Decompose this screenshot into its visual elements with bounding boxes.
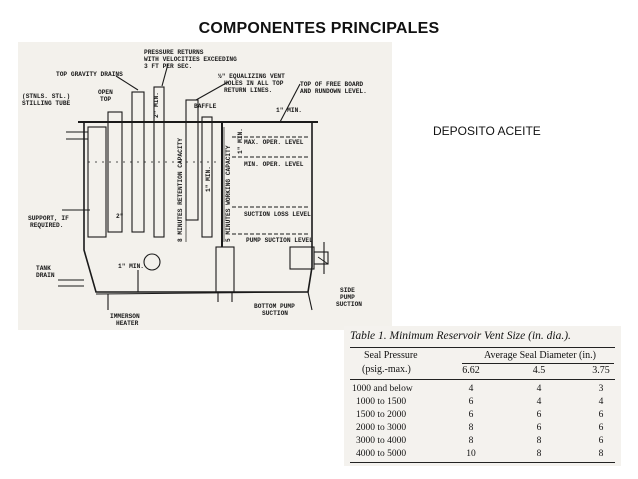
header-diameter-1: 6.62 — [462, 365, 480, 376]
header-average-diameter: Average Seal Diameter (in.) — [484, 350, 596, 361]
row-value: 4 — [598, 397, 604, 407]
label-equalizing-vent-1: ½" EQUALIZING VENT — [218, 73, 285, 80]
label-pressure-returns-3: 3 FT PER SEC. — [144, 63, 192, 70]
row-pressure: 4000 to 5000 — [356, 449, 407, 459]
row-pressure: 1000 and below — [352, 384, 413, 394]
row-value: 4 — [468, 384, 474, 394]
label-open-top-1: OPEN — [98, 89, 113, 96]
reservoir-diagram: PRESSURE RETURNS WITH VELOCITIES EXCEEDI… — [18, 42, 392, 330]
label-pump-suction-level: PUMP SUCTION LEVEL — [246, 237, 313, 244]
label-two-inch: 2" — [116, 213, 123, 220]
label-side-pump-1: SIDE — [340, 287, 355, 294]
row-value: 6 — [598, 436, 604, 446]
row-value: 6 — [468, 410, 474, 420]
row-value: 6 — [468, 397, 474, 407]
slide-title: COMPONENTES PRINCIPALES — [198, 20, 440, 37]
label-side-pump-3: SUCTION — [336, 301, 362, 308]
vent-size-table: Table 1. Minimum Reservoir Vent Size (in… — [344, 326, 621, 466]
label-equalizing-vent-2: HOLES IN ALL TOP — [224, 80, 284, 87]
label-open-top-2: TOP — [100, 96, 111, 103]
header-diameter-2: 4.5 — [532, 365, 546, 376]
label-pressure-returns-1: PRESSURE RETURNS — [144, 49, 204, 56]
label-stnls-1: (STNLS. STL.) — [22, 93, 70, 100]
row-value: 8 — [536, 436, 542, 446]
label-two-min: 2" MIN. — [153, 92, 160, 118]
label-one-min-vertical: 1" MIN. — [237, 128, 244, 154]
row-pressure: 3000 to 4000 — [356, 436, 407, 446]
label-immersion-2: HEATER — [116, 320, 139, 327]
label-top-free-board-1: TOP OF FREE BOARD — [300, 81, 363, 88]
deposit-label: DEPOSITO ACEITE — [433, 124, 541, 138]
row-value: 4 — [536, 384, 542, 394]
label-working-capacity: 5 MINUTES WORKING CAPACITY — [225, 145, 232, 242]
row-value: 4 — [536, 397, 542, 407]
row-value: 3 — [598, 384, 604, 394]
row-value: 8 — [468, 436, 474, 446]
label-pressure-returns-2: WITH VELOCITIES EXCEEDING — [144, 56, 237, 63]
label-tank-drain-2: DRAIN — [36, 272, 55, 279]
label-top-gravity-drains: TOP GRAVITY DRAINS — [56, 71, 123, 78]
table-rule-top — [350, 347, 615, 348]
header-seal-pressure-1: Seal Pressure — [364, 350, 418, 361]
row-value: 10 — [466, 449, 476, 459]
row-value: 6 — [598, 410, 604, 420]
row-value: 8 — [598, 449, 604, 459]
label-max-oper-level: MAX. OPER. LEVEL — [244, 139, 304, 146]
label-bottom-pump-1: BOTTOM PUMP — [254, 303, 295, 310]
label-suction-loss-level: SUCTION LOSS LEVEL — [244, 211, 311, 218]
label-one-min-top: 1" MIN. — [276, 107, 302, 114]
table-rule-header — [350, 379, 615, 380]
label-equalizing-vent-3: RETURN LINES. — [224, 87, 272, 94]
label-side-pump-2: PUMP — [340, 294, 355, 301]
header-subrule — [462, 363, 614, 364]
label-tank-drain-1: TANK — [36, 265, 51, 272]
label-retention-capacity: 8 MINUTES RETENTION CAPACITY — [177, 138, 184, 242]
row-value: 6 — [536, 410, 542, 420]
label-one-min-bottom: 1" MIN. — [118, 263, 144, 270]
header-seal-pressure-2: (psig.-max.) — [362, 364, 411, 375]
label-top-free-board-2: AND RUNDOWN LEVEL. — [300, 88, 367, 95]
row-pressure: 1500 to 2000 — [356, 410, 407, 420]
label-bottom-pump-2: SUCTION — [262, 310, 288, 317]
row-value: 6 — [536, 423, 542, 433]
label-one-min-left: 1" MIN. — [205, 166, 212, 192]
row-value: 6 — [598, 423, 604, 433]
table-rule-bottom — [350, 462, 615, 463]
header-diameter-3: 3.75 — [592, 365, 610, 376]
label-stnls-2: STILLING TUBE — [22, 100, 71, 107]
label-immersion-1: IMMERSON — [110, 313, 140, 320]
row-value: 8 — [536, 449, 542, 459]
label-support-2: REQUIRED. — [30, 222, 63, 229]
row-pressure: 2000 to 3000 — [356, 423, 407, 433]
label-support-1: SUPPORT, IF — [28, 215, 69, 222]
reservoir-diagram-drawing: PRESSURE RETURNS WITH VELOCITIES EXCEEDI… — [22, 49, 367, 327]
table-caption: Table 1. Minimum Reservoir Vent Size (in… — [350, 330, 571, 342]
row-value: 8 — [468, 423, 474, 433]
label-baffle: BAFFLE — [194, 103, 217, 110]
label-min-oper-level: MIN. OPER. LEVEL — [244, 161, 304, 168]
row-pressure: 1000 to 1500 — [356, 397, 407, 407]
